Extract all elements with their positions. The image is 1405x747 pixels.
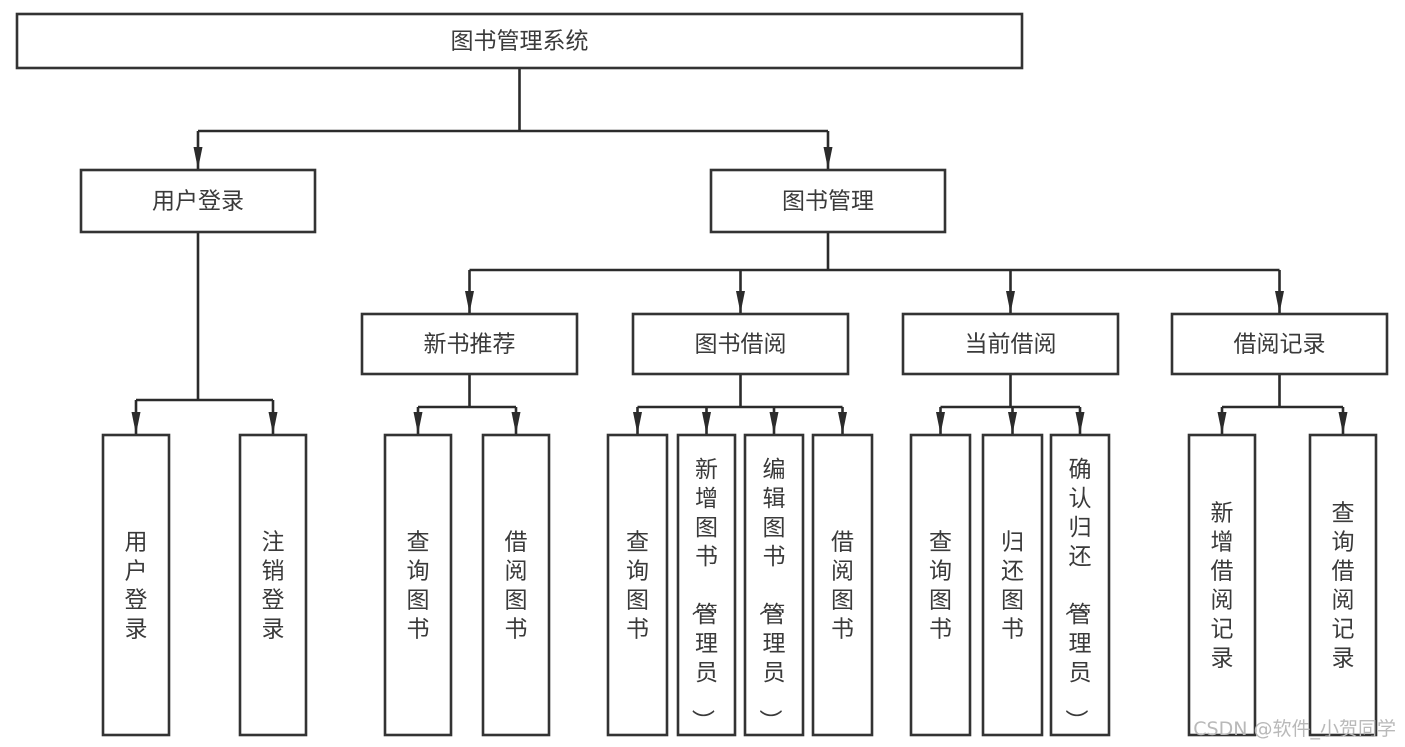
- edge-group-n-user-login: [131, 232, 278, 434]
- edge-group-n-book-manage: [465, 232, 1284, 313]
- node-leaf-borrow-book-1[interactable]: 借阅图书: [481, 433, 551, 737]
- node-label: 借阅记录: [1234, 332, 1326, 358]
- node-leaf-query-book-1[interactable]: 查询图书: [383, 433, 453, 737]
- watermark-layer: CSDN @软件_小贺同学: [1193, 718, 1396, 740]
- connector-layer: [131, 68, 1348, 434]
- node-leaf-return-book[interactable]: 归还图书: [981, 433, 1044, 737]
- node-leaf-logout[interactable]: 注销登录: [238, 433, 308, 737]
- node-user-login[interactable]: 用户登录: [79, 168, 317, 234]
- edge-group-n-current-borrow: [936, 374, 1085, 434]
- node-leaf-user-login[interactable]: 用户登录: [101, 433, 171, 737]
- edge-group-n-new-book-rec: [413, 374, 521, 434]
- node-layer: 图书管理系统用户登录图书管理新书推荐图书借阅当前借阅借阅记录用户登录注销登录查询…: [15, 12, 1389, 737]
- node-label: 图书管理: [782, 189, 874, 215]
- edge-group-n-root: [193, 68, 833, 169]
- node-label: 当前借阅: [965, 332, 1057, 358]
- node-leaf-query-record[interactable]: 查询借阅记录: [1308, 433, 1378, 737]
- node-leaf-add-record[interactable]: 新增借阅记录: [1187, 433, 1257, 737]
- node-label: 新书推荐: [424, 332, 516, 358]
- node-book-manage[interactable]: 图书管理: [709, 168, 947, 234]
- node-new-book-rec[interactable]: 新书推荐: [360, 312, 579, 376]
- node-label: 图书管理系统: [451, 29, 589, 55]
- node-label: 查询借阅记录: [1332, 501, 1355, 672]
- edge-group-n-book-borrow: [633, 374, 847, 434]
- node-label: 借阅图书: [831, 530, 854, 643]
- node-leaf-edit-book[interactable]: 编辑图书（管理员）: [743, 433, 805, 737]
- edge-group-n-borrow-record: [1217, 374, 1348, 434]
- node-label: 编辑图书（管理员）: [757, 457, 786, 732]
- node-label: 用户登录: [125, 530, 148, 643]
- node-leaf-add-book[interactable]: 新增图书（管理员）: [676, 433, 737, 737]
- node-leaf-query-book-3[interactable]: 查询图书: [909, 433, 972, 737]
- node-label: 查询图书: [626, 530, 649, 643]
- node-borrow-record[interactable]: 借阅记录: [1170, 312, 1389, 376]
- node-label: 新增图书（管理员）: [689, 457, 718, 732]
- node-label: 确认归还（管理员）: [1063, 457, 1092, 732]
- csdn-watermark: CSDN @软件_小贺同学: [1193, 718, 1396, 740]
- node-label: 归还图书: [1001, 530, 1024, 643]
- node-leaf-borrow-book-2[interactable]: 借阅图书: [811, 433, 874, 737]
- node-leaf-confirm-return[interactable]: 确认归还（管理员）: [1049, 433, 1111, 737]
- node-label: 查询图书: [407, 530, 430, 643]
- node-current-borrow[interactable]: 当前借阅: [901, 312, 1120, 376]
- node-label: 新增借阅记录: [1211, 501, 1234, 672]
- node-label: 借阅图书: [505, 530, 528, 643]
- node-label: 用户登录: [152, 189, 244, 215]
- node-label: 查询图书: [929, 530, 952, 643]
- node-book-borrow[interactable]: 图书借阅: [631, 312, 850, 376]
- node-root[interactable]: 图书管理系统: [15, 12, 1024, 70]
- node-label: 注销登录: [262, 530, 285, 643]
- node-label: 图书借阅: [695, 332, 787, 358]
- node-leaf-query-book-2[interactable]: 查询图书: [606, 433, 669, 737]
